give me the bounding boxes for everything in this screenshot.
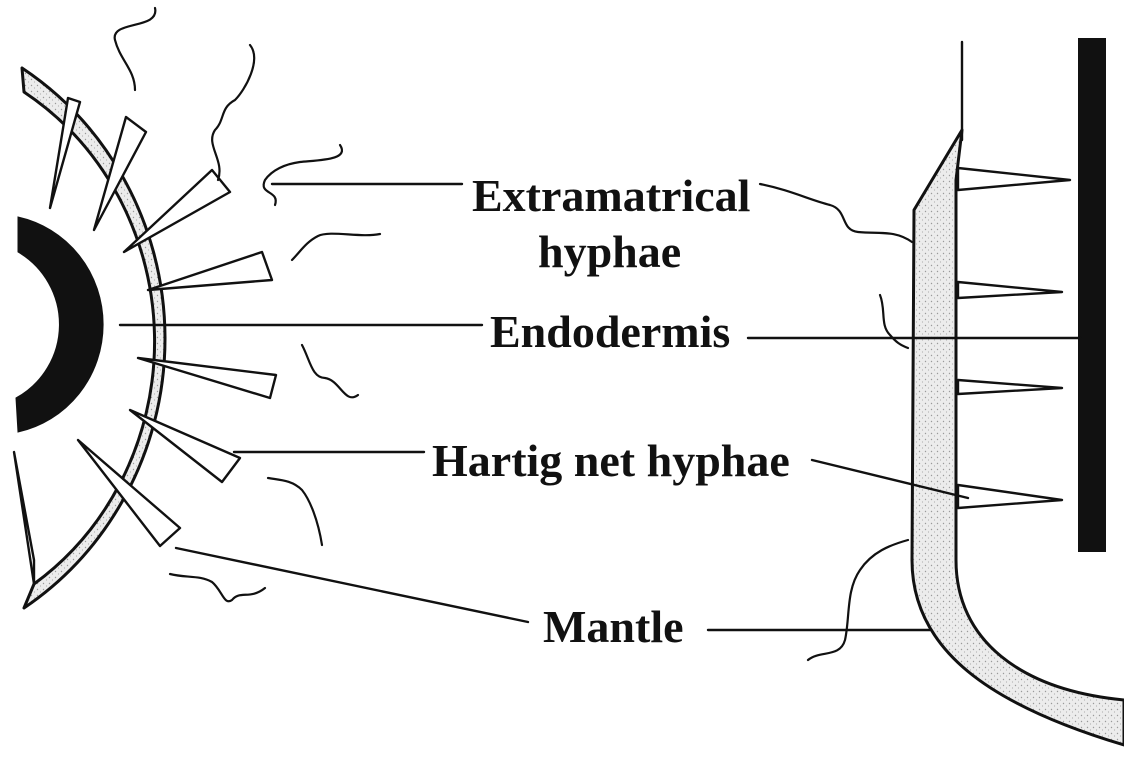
longitudinal-endodermis [1078,38,1106,552]
hypha-thread [302,345,358,397]
hartig-wedge [148,252,272,290]
cross-section-endodermis [16,217,103,432]
label-extramatrical-line2: hyphae [538,226,681,277]
longitudinal-extramatrical-hyphae [808,295,908,660]
hypha-thread [115,8,156,90]
label-endodermis: Endodermis [490,306,730,357]
label-extramatrical: Extramatrical [472,170,750,221]
longitudinal-view [808,38,1124,745]
label-mantle: Mantle [543,601,684,652]
hypha-thread [880,295,908,348]
hartig-spike [958,380,1062,394]
cross-section-view [14,8,380,608]
hartig-spike [958,282,1062,298]
hartig-spike [958,485,1062,508]
leader-mantle-left [176,548,528,622]
cross-section-hartig-net [14,98,276,584]
hypha-thread [268,478,322,545]
hypha-thread [808,540,908,660]
leader-extramatrical-right [760,184,912,242]
hypha-thread [292,234,380,260]
hypha-thread [170,574,265,601]
hypha-thread [212,45,254,180]
labels: Extramatrical hyphae Endodermis Hartig n… [432,170,790,652]
hartig-spike [958,168,1070,190]
hartig-wedge [14,452,34,584]
label-hartig-net: Hartig net hyphae [432,435,790,486]
hypha-thread [264,145,342,205]
